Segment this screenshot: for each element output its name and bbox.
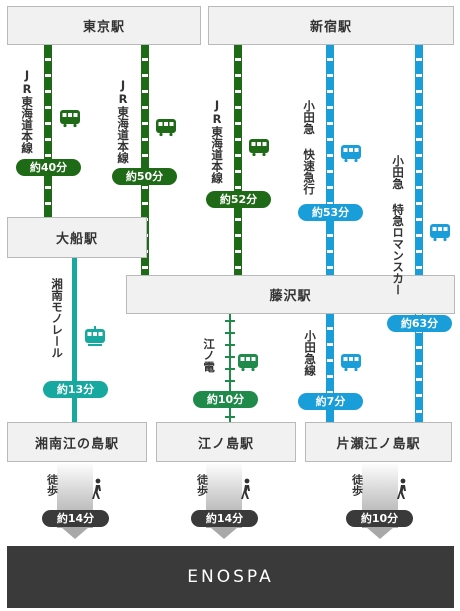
- route-label-shinjuku-jr: JR東海道本線: [210, 98, 225, 184]
- walk-time-badge-1: 約14分: [42, 510, 109, 527]
- train-icon: [341, 145, 361, 163]
- train-icon: [341, 354, 361, 372]
- station-katase-enoshima: 片瀬江ノ島駅: [305, 422, 452, 462]
- route-label-odakyu-rapid: 小田急 快速急行: [302, 100, 317, 195]
- route-label-odakyu-romancecar: 小田急 特急ロマンスカー: [391, 155, 406, 296]
- station-shonan-enoshima: 湘南江の島駅: [7, 422, 147, 462]
- walk-arrow-1: [61, 527, 89, 539]
- walking-person-icon: [92, 478, 101, 499]
- time-badge-shinjuku-jr: 約52分: [206, 191, 271, 208]
- time-badge-tokyo-ofuna: 約40分: [16, 159, 81, 176]
- station-tokyo: 東京駅: [7, 6, 201, 45]
- time-badge-shonan-monorail: 約13分: [43, 381, 108, 398]
- walk-arrow-3: [366, 527, 394, 539]
- enoden-tick: [225, 332, 235, 334]
- enoden-tick: [225, 356, 235, 358]
- train-icon: [60, 110, 80, 128]
- walk-arrow-2: [210, 527, 238, 539]
- odakyu-line-to-katase: [326, 314, 334, 422]
- jr-line-tokyo-ofuna: [44, 45, 52, 217]
- odakyu-rapid-line: [326, 45, 334, 275]
- walk-time-badge-3: 約10分: [346, 510, 413, 527]
- walking-person-icon: [241, 478, 250, 499]
- route-label-odakyu-line: 小田急線: [303, 330, 318, 376]
- train-icon: [249, 139, 269, 157]
- route-label-shonan-monorail: 湘南モノレール: [50, 278, 65, 359]
- route-label-tokyo-ofuna: JR東海道本線: [20, 68, 35, 154]
- enoden-tick: [225, 380, 235, 382]
- station-ofuna: 大船駅: [7, 217, 147, 258]
- train-icon: [238, 354, 258, 372]
- train-icon: [430, 224, 450, 242]
- station-enoshima: 江ノ島駅: [156, 422, 296, 462]
- walk-label-1: 徒歩: [45, 474, 59, 496]
- train-icon: [156, 119, 176, 137]
- time-badge-odakyu-line: 約7分: [298, 393, 363, 410]
- walk-label-3: 徒歩: [350, 474, 364, 496]
- destination-banner: ENOSPA: [7, 546, 454, 608]
- odakyu-romancecar-line: [415, 45, 423, 422]
- enoden-tick: [225, 416, 235, 418]
- walking-person-icon: [397, 478, 406, 499]
- enoden-tick: [225, 344, 235, 346]
- time-badge-odakyu-rapid: 約53分: [298, 204, 363, 221]
- station-shinjuku: 新宿駅: [208, 6, 454, 45]
- walk-time-badge-2: 約14分: [191, 510, 258, 527]
- shonan-monorail-line: [72, 258, 77, 422]
- jr-line-tokyo-fujisawa: [141, 45, 149, 275]
- route-label-enoden: 江ノ電: [202, 338, 217, 373]
- time-badge-tokyo-fujisawa: 約50分: [112, 168, 177, 185]
- enoden-tick: [225, 320, 235, 322]
- enoden-tick: [225, 368, 235, 370]
- time-badge-enoden: 約10分: [193, 391, 258, 408]
- time-badge-odakyu-romancecar: 約63分: [387, 315, 452, 332]
- station-fujisawa: 藤沢駅: [126, 275, 455, 314]
- route-label-tokyo-fujisawa: JR東海道本線: [116, 78, 131, 164]
- walk-label-2: 徒歩: [195, 474, 209, 496]
- jr-line-shinjuku-fujisawa: [234, 45, 242, 275]
- monorail-icon: [85, 326, 105, 346]
